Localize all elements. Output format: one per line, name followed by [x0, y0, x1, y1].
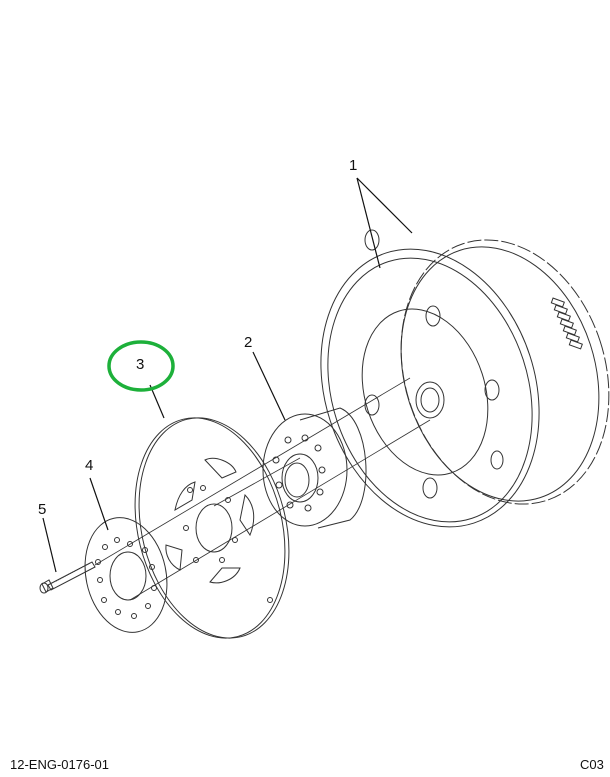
callout-2[interactable]: 2 — [244, 334, 253, 351]
alignment-lines — [94, 377, 431, 601]
bolt-part[interactable] — [39, 561, 96, 594]
callout-1[interactable]: 1 — [349, 157, 358, 174]
callout-4[interactable]: 4 — [85, 457, 94, 474]
leader-lines — [42, 177, 413, 573]
flex-plate-part[interactable] — [113, 402, 311, 654]
drawing-number: 12-ENG-0176-01 — [10, 757, 109, 772]
reinforcement-plate-part[interactable] — [75, 510, 177, 640]
callout-3[interactable]: 3 — [136, 356, 145, 373]
flywheel-part[interactable] — [286, 213, 610, 556]
highlight-ring — [107, 340, 175, 392]
callout-5[interactable]: 5 — [38, 501, 47, 518]
ring-gear-teeth — [550, 297, 583, 350]
page-code: C03 — [580, 757, 604, 772]
flywheel-holes — [364, 229, 504, 499]
